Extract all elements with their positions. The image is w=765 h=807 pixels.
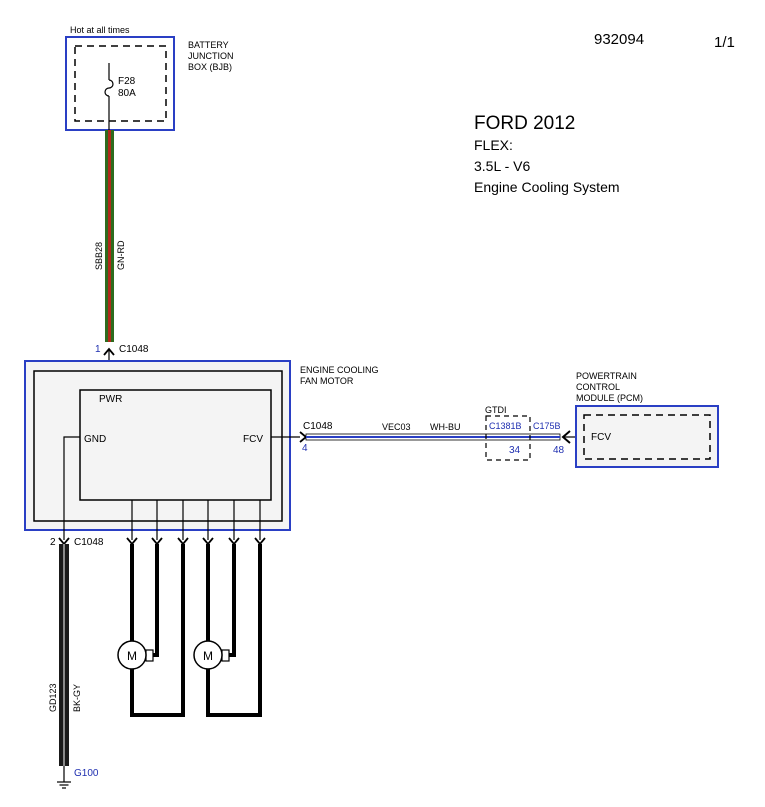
ground-wire: 2 C1048 GD123 BK-GY G100 <box>48 537 104 789</box>
battery-junction-box: Hot at all times BATTERY JUNCTION BOX (B… <box>65 25 234 131</box>
title-make-year: FORD 2012 <box>474 113 575 134</box>
control-wire-color-code: WH-BU <box>430 422 461 432</box>
inline-connector-name: GTDI <box>485 405 507 415</box>
fuse-rating: 80A <box>118 88 136 99</box>
pcm-connector-label: C175B <box>533 421 561 431</box>
engine-cooling-fan-motor: ENGINE COOLING FAN MOTOR PWR GND FCV <box>24 360 379 540</box>
title-system: Engine Cooling System <box>474 179 620 195</box>
pcm-outline <box>575 405 719 468</box>
motor-icon <box>193 640 223 670</box>
motor-lead-connectors <box>126 537 266 546</box>
motor-2-label: M <box>203 649 213 663</box>
ground-symbol-icon <box>57 781 71 789</box>
control-wire-stripe <box>306 436 560 438</box>
power-wire-circuit: SBB28 <box>94 242 104 270</box>
ground-wire-stripe <box>63 544 65 766</box>
motor-1: M <box>117 640 154 670</box>
pcm-name-line3: MODULE (PCM) <box>576 393 643 403</box>
control-pin-label: 4 <box>302 443 308 454</box>
ground-wire-color-code: BK-GY <box>72 684 82 712</box>
pcm-inner-dashed <box>583 414 711 460</box>
fan-controller-box <box>79 389 272 501</box>
connector-c1048-label: C1048 <box>119 344 149 355</box>
bjb-name-line2: JUNCTION <box>188 51 234 61</box>
fuse-icon <box>104 79 114 97</box>
power-wire-color-code: GN-RD <box>116 240 126 270</box>
bjb-inner-dashed <box>74 45 167 122</box>
title-model: FLEX: <box>474 137 513 153</box>
ground-wire-circuit: GD123 <box>48 683 58 712</box>
ground-point-label: G100 <box>74 768 99 779</box>
inline-connector-pin: 34 <box>509 445 521 456</box>
fan-motor-name-line1: ENGINE COOLING <box>300 365 379 375</box>
pcm-pin-label: 48 <box>553 445 565 456</box>
gnd-terminal-label: GND <box>84 434 106 445</box>
motor2-lead-wire <box>223 544 236 657</box>
connector-arrow-icon <box>299 431 308 443</box>
inline-connector-box <box>485 415 531 461</box>
inline-connector-id: C1381B <box>489 421 522 431</box>
hot-at-all-times-label: Hot at all times <box>70 25 130 35</box>
power-wire-stripe <box>108 130 111 342</box>
motor-1-label: M <box>127 649 137 663</box>
page-number: 1/1 <box>714 34 735 51</box>
motor-2: M <box>193 640 230 670</box>
pwr-terminal-label: PWR <box>99 394 122 405</box>
title-engine: 3.5L - V6 <box>474 158 531 174</box>
power-wire: SBB28 GN-RD <box>94 130 126 342</box>
fuse-id: F28 <box>118 76 136 87</box>
bjb-name-line1: BATTERY <box>188 40 229 50</box>
motor2-loop-wire <box>206 544 262 717</box>
pcm-name-line2: CONTROL <box>576 382 620 392</box>
bjb-outline <box>65 36 175 131</box>
motor1-loop-wire <box>130 544 185 717</box>
bjb-name-line3: BOX (BJB) <box>188 62 232 72</box>
control-connector-label: C1048 <box>303 421 333 432</box>
pin-1-label: 1 <box>95 344 101 355</box>
fcv-terminal-label: FCV <box>243 434 263 445</box>
motor-icon <box>117 640 147 670</box>
pcm-name-line1: POWERTRAIN <box>576 371 637 381</box>
fan-motor-name-line2: FAN MOTOR <box>300 376 354 386</box>
pcm-fcv-label: FCV <box>591 432 611 443</box>
control-wire: C1048 4 VEC03 WH-BU GTDI C1381B 34 C175B… <box>299 405 576 461</box>
motor-wiring <box>130 544 262 717</box>
ground-pin-label: 2 <box>50 537 56 548</box>
control-wire-circuit: VEC03 <box>382 422 411 432</box>
doc-number: 932094 <box>594 31 644 48</box>
powertrain-control-module: POWERTRAIN CONTROL MODULE (PCM) FCV <box>575 371 719 468</box>
motor1-lead-wire <box>148 544 159 657</box>
ground-connector-label: C1048 <box>74 537 104 548</box>
